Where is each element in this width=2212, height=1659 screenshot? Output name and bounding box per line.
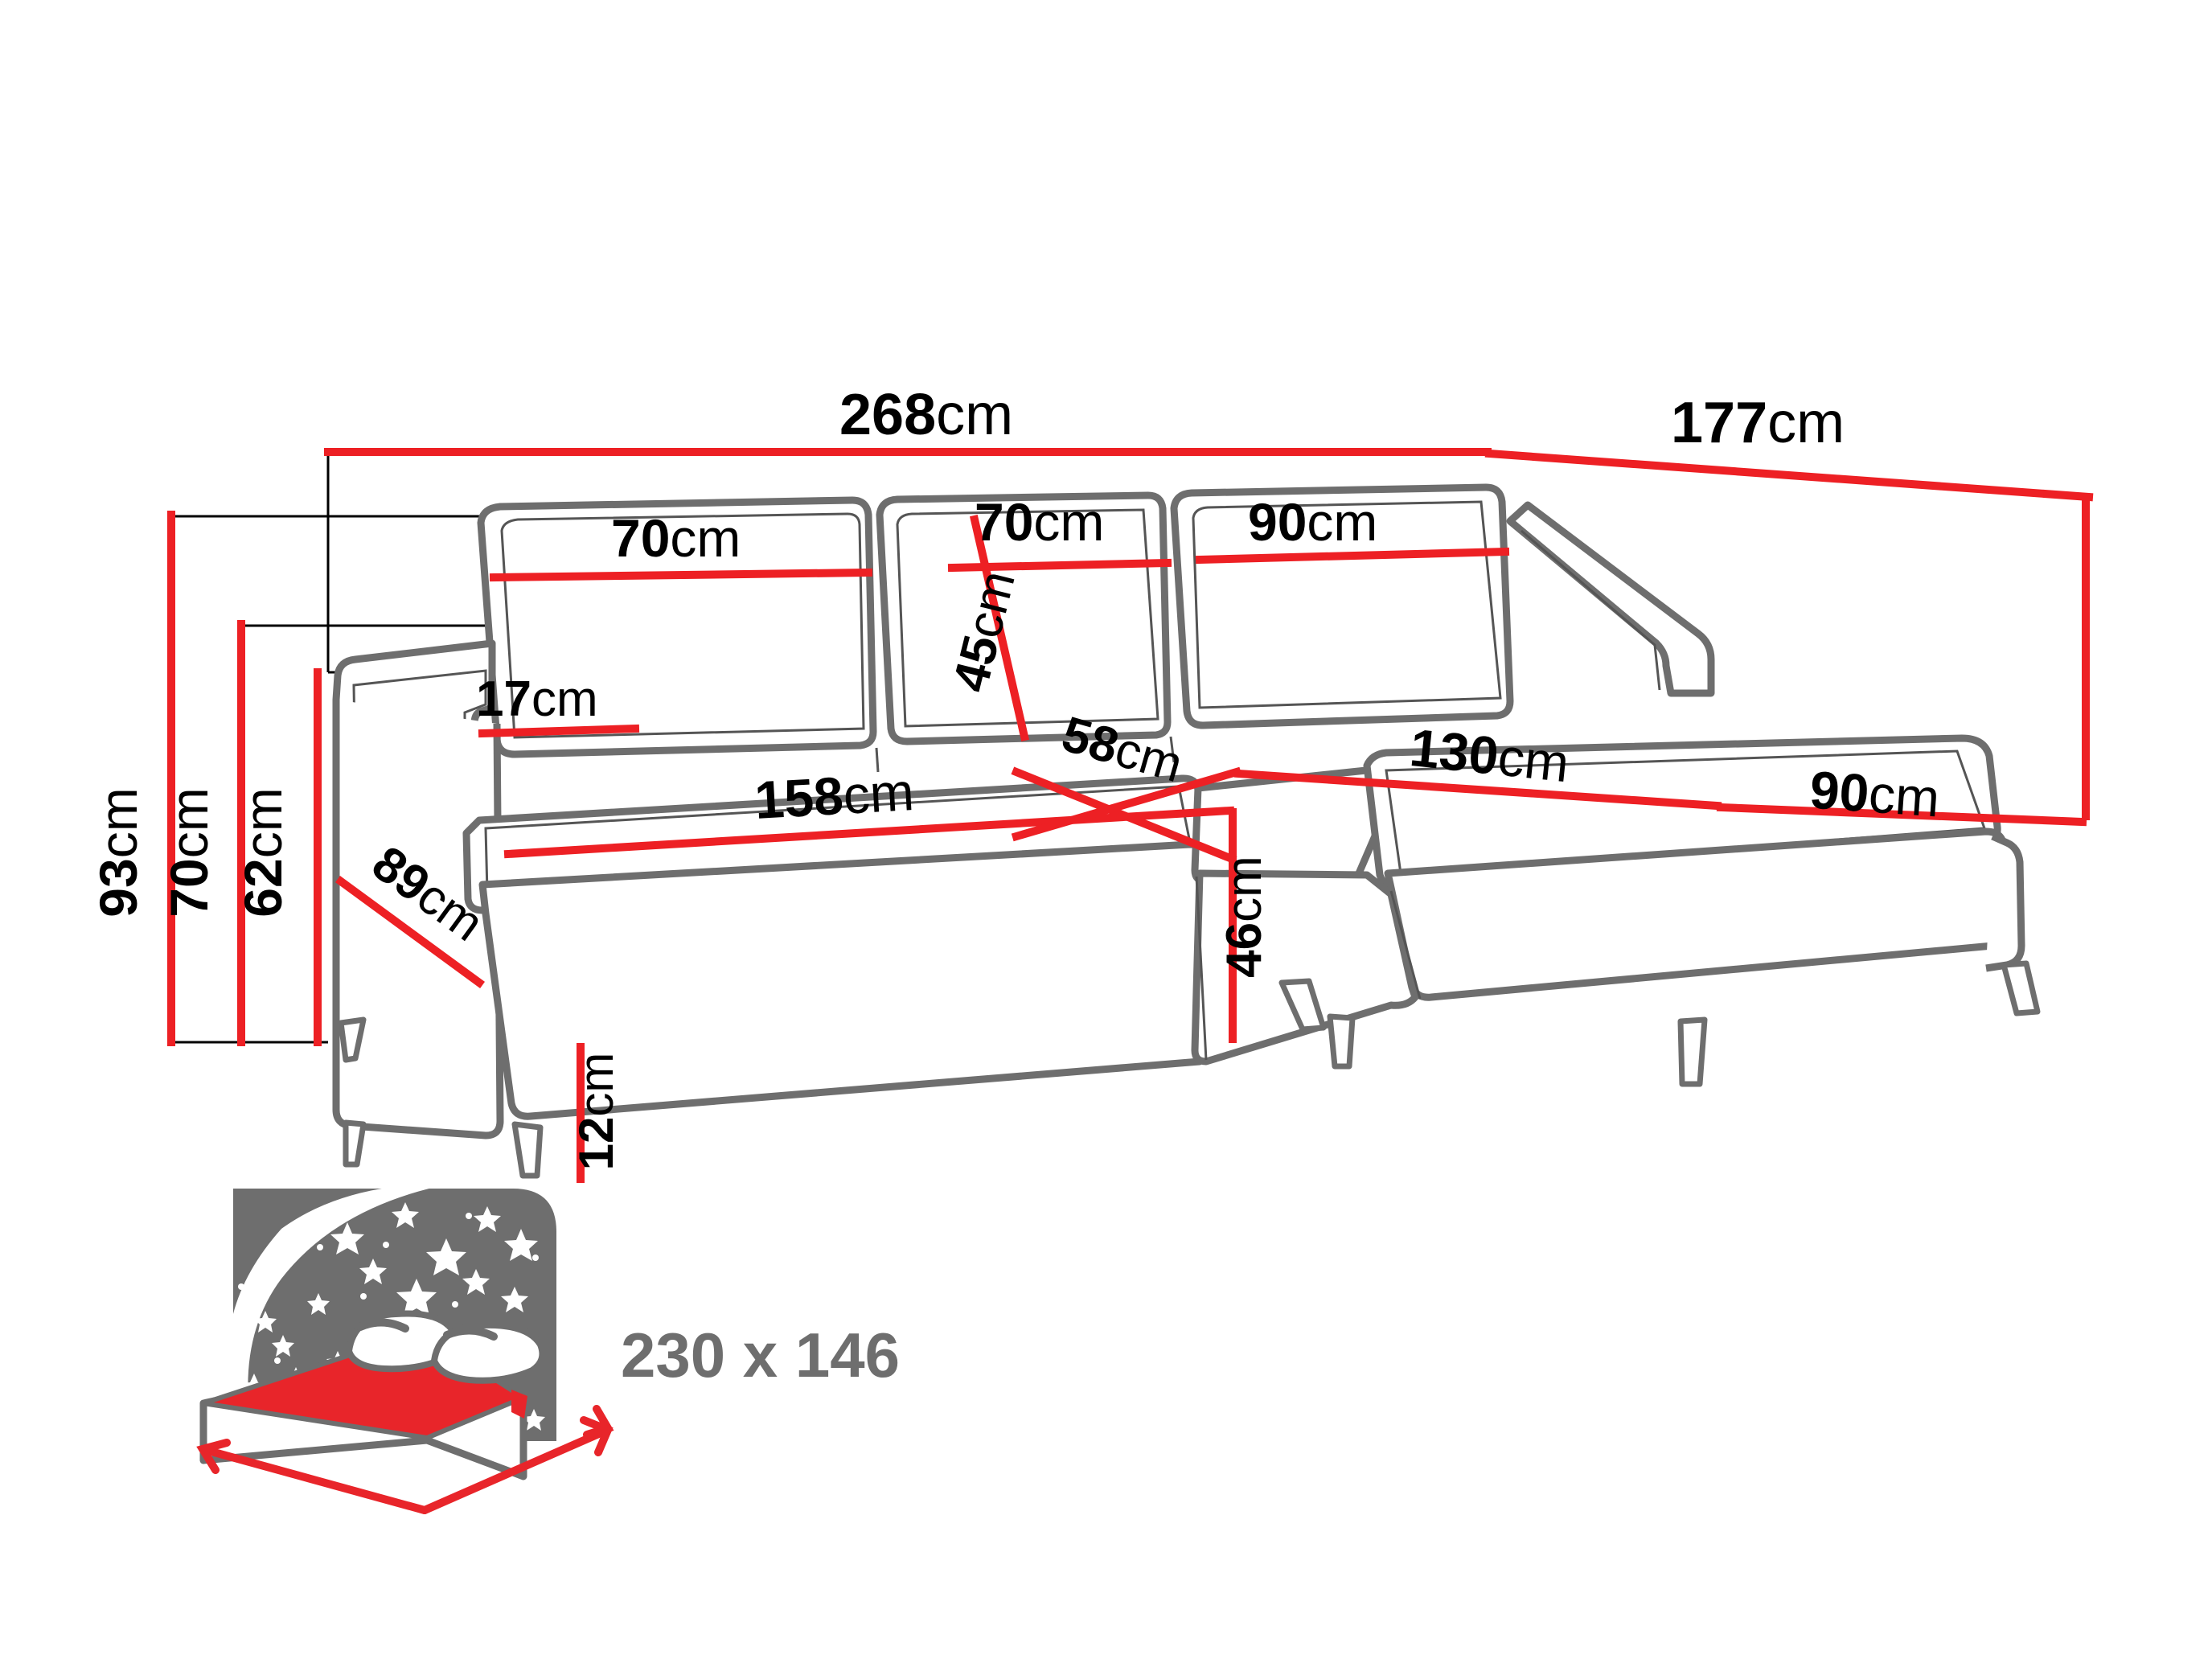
crescent-moon-icon bbox=[233, 1189, 450, 1425]
label-268cm: 268cm bbox=[839, 383, 1013, 447]
label-46cm: 46cm bbox=[1217, 856, 1272, 978]
leg-left-front-b bbox=[511, 1121, 544, 1179]
label-158cm: 158cm bbox=[753, 762, 916, 830]
right-back-frame bbox=[1506, 501, 1715, 697]
corner-block bbox=[1191, 869, 1419, 1066]
leg-chaise-rear bbox=[2001, 960, 2041, 1016]
label-130cm: 130cm bbox=[1407, 717, 1572, 793]
backrest-cushion-middle bbox=[876, 491, 1172, 745]
backrest-cushion-right bbox=[1170, 483, 1514, 729]
label-17cm: 17cm bbox=[476, 671, 598, 727]
label-70cm-height: 70cm bbox=[159, 787, 219, 917]
seat-seams bbox=[875, 736, 1422, 1061]
label-90cm-chaise: 90cm bbox=[1808, 760, 1942, 828]
sofa-outline-group bbox=[332, 483, 2041, 1179]
dimline-158 bbox=[503, 806, 1235, 859]
dimline-70-left bbox=[489, 568, 873, 582]
label-93cm: 93cm bbox=[88, 787, 148, 917]
dimline-58b bbox=[1011, 766, 1242, 842]
leg-left-rear bbox=[338, 1016, 367, 1063]
label-70cm-backrest-left: 70cm bbox=[611, 508, 741, 568]
backrest-cushion-right-inner bbox=[1192, 500, 1502, 709]
pillow-crease-left bbox=[356, 1318, 409, 1333]
sofa-legs bbox=[338, 960, 2041, 1179]
backrest-cushion-left bbox=[477, 496, 877, 758]
leg-corner-front bbox=[1327, 1013, 1356, 1070]
dimline-17 bbox=[478, 724, 640, 738]
right-back-frame-inner bbox=[1520, 529, 1661, 691]
leg-left-front-a bbox=[343, 1119, 367, 1168]
label-12cm: 12cm bbox=[569, 1053, 623, 1171]
dimline-45 bbox=[970, 515, 1029, 741]
dimline-90-right bbox=[1195, 547, 1510, 565]
dimline-58a bbox=[1011, 766, 1237, 864]
leg-corner-rear bbox=[1278, 978, 1327, 1033]
armrest-left-side-panel bbox=[332, 700, 504, 1140]
dimension-lines bbox=[167, 448, 2094, 1183]
dimline-130 bbox=[1233, 769, 1722, 811]
mattress-dimension-arrows bbox=[196, 1405, 614, 1514]
label-90cm-backrest-right: 90cm bbox=[1248, 492, 1377, 552]
dimline-89 bbox=[335, 876, 485, 988]
label-177cm: 177cm bbox=[1671, 391, 1845, 455]
bed-size-label: 230 x 146 bbox=[621, 1320, 900, 1390]
label-62cm: 62cm bbox=[233, 787, 293, 917]
leg-chaise-front bbox=[1677, 1016, 1708, 1087]
backrest-cushion-left-inner bbox=[500, 512, 865, 739]
label-58cm: 58cm bbox=[1056, 706, 1188, 793]
sleeping-bed-icon bbox=[196, 1189, 614, 1514]
dimline-90-chaise bbox=[1716, 803, 2087, 827]
mattress-corner-accent bbox=[511, 1390, 527, 1419]
pillow-crease-right bbox=[443, 1326, 498, 1341]
backrest-cushion-middle-inner bbox=[896, 508, 1159, 728]
dimline-177 bbox=[1484, 449, 2094, 502]
label-70cm-backrest-middle: 70cm bbox=[975, 492, 1104, 552]
